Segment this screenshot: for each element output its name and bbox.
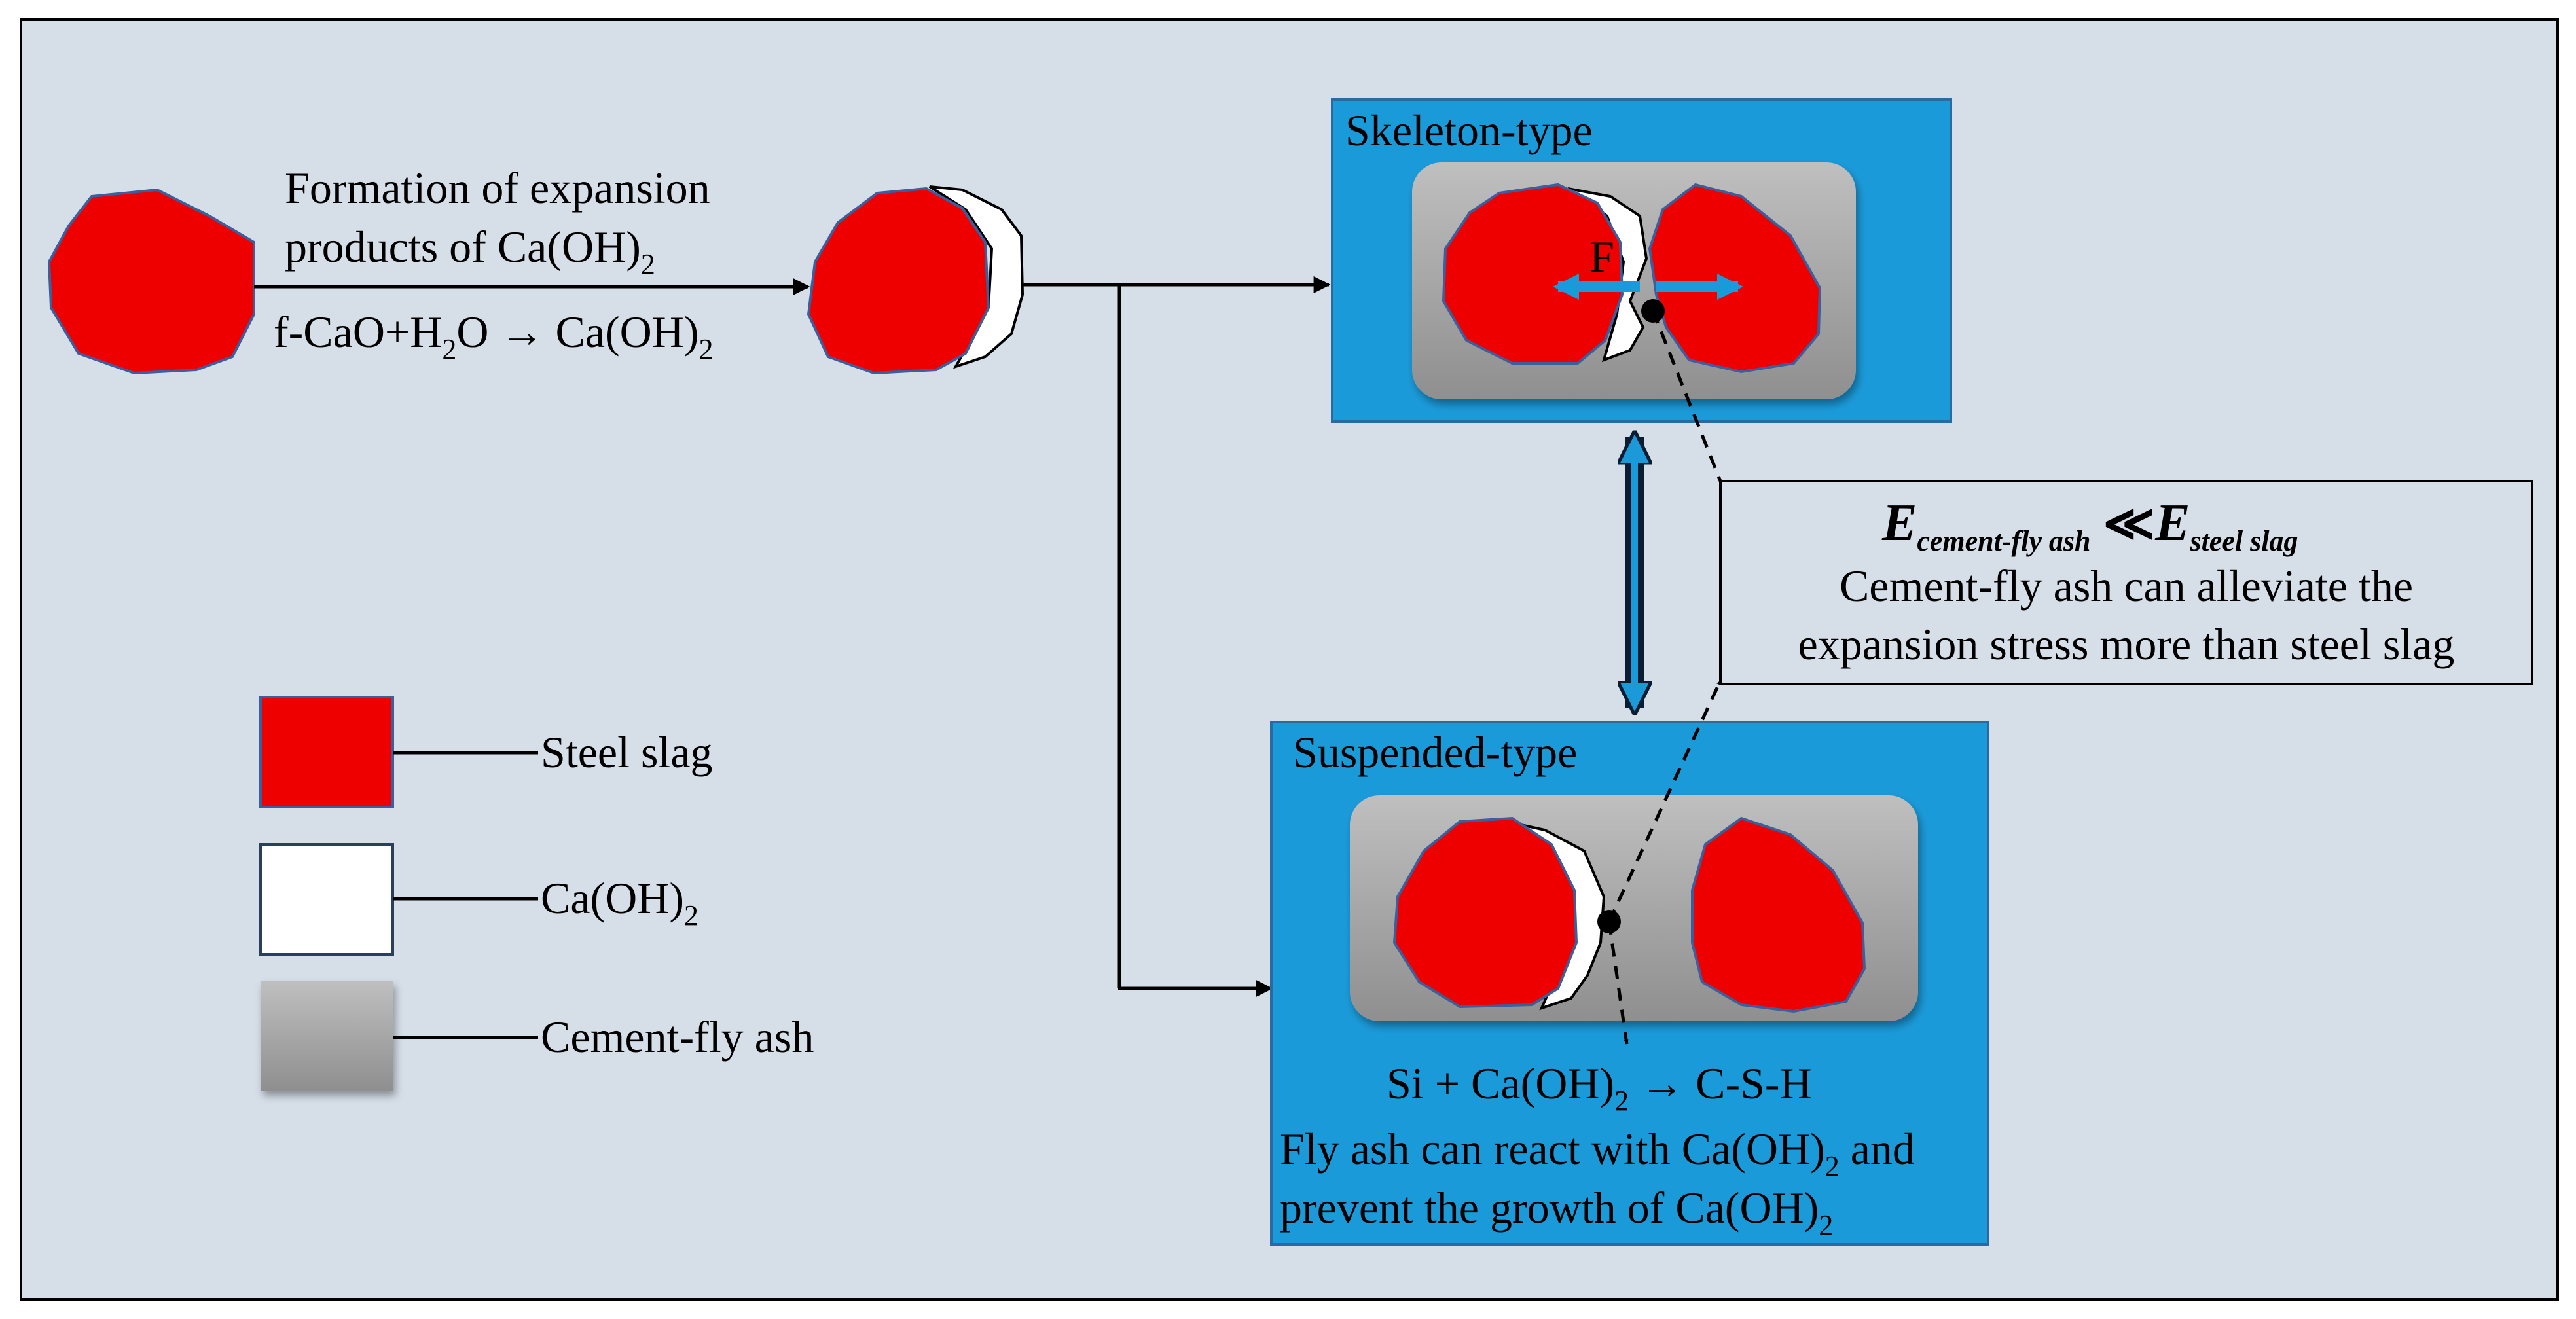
legend-label-cement-fly-ash: Cement-fly ash [541, 1012, 814, 1062]
suspended-slag-left [1392, 816, 1578, 1009]
modulus-note-box [1719, 480, 2533, 685]
steel-slag-particle-initial [47, 188, 255, 375]
reaction-equation: f-CaO+H2O → Ca(OH)2 [274, 307, 714, 365]
modulus-note-line2: expansion stress more than steel slag [1798, 619, 2455, 669]
suspended-slag-right [1691, 816, 1866, 1013]
leader-skeleton-to-note [1651, 310, 1722, 482]
caoh2-rim-middle [928, 185, 1025, 369]
modulus-note-line1: Cement-fly ash can alleviate the [1840, 561, 2413, 611]
modulus-relation: Ecement-fly ash ≪Esteel slag [1881, 494, 2298, 557]
suspended-text-line1: Fly ash can react with Ca(OH)2 and [1280, 1124, 1915, 1182]
skeleton-title: Skeleton-type [1345, 105, 1593, 155]
suspended-equation: Si + Ca(OH)2 → C-S-H [1387, 1058, 1812, 1117]
legend-label-caoh2: Ca(OH)2 [541, 873, 698, 931]
legend-swatch-cement-fly-ash [261, 981, 393, 1091]
force-label: F [1589, 232, 1614, 281]
reaction-text-line1: Formation of expansion [285, 163, 710, 213]
reaction-text-line2: products of Ca(OH)2 [285, 222, 655, 280]
skeleton-slag-left [1442, 183, 1624, 365]
legend-swatch-steel-slag [259, 696, 394, 808]
legend-label-steel-slag: Steel slag [541, 727, 713, 777]
suspended-text-line2: prevent the growth of Ca(OH)2 [1280, 1183, 1833, 1241]
steel-slag-particle-middle [807, 187, 990, 375]
legend-swatch-caoh2 [259, 843, 394, 956]
suspended-title: Suspended-type [1293, 727, 1577, 777]
